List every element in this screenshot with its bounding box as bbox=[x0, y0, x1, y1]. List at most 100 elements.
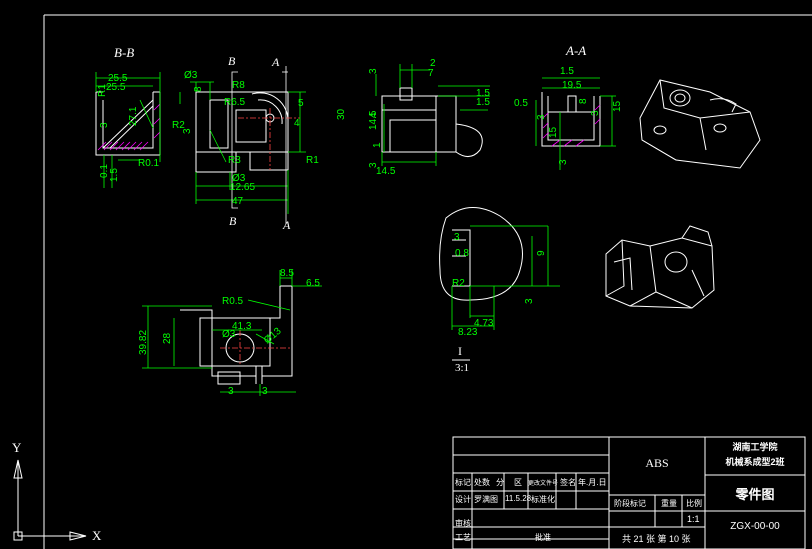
dimension-v6-2: R2 bbox=[452, 278, 465, 289]
dimension-v5-2: R0.5 bbox=[222, 296, 244, 307]
dimension-v6-4: 4.73 bbox=[474, 318, 494, 329]
dimension-v2-4: R2 bbox=[172, 120, 185, 131]
dimension-v5-1: 6.5 bbox=[306, 278, 320, 289]
tb-count: 处数 bbox=[474, 478, 490, 487]
dimension-v5-6: 39.82 bbox=[138, 329, 149, 355]
drawing-title: 零件图 bbox=[735, 487, 775, 502]
dimension-v2-11: R1 bbox=[306, 155, 319, 166]
tb-process: 工艺 bbox=[455, 533, 471, 542]
drawing-frame bbox=[43, 14, 812, 549]
tb-designer: 罗满图 bbox=[474, 495, 498, 504]
dimension-v6-0: 3 bbox=[454, 232, 460, 243]
tb-stage: 阶段标记 bbox=[614, 499, 646, 508]
dimension-v5-0: 8.5 bbox=[280, 268, 294, 279]
dimension-v2-2: R8 bbox=[232, 80, 245, 91]
view-aa-section[interactable] bbox=[535, 77, 616, 170]
dimension-v3-1: 2 bbox=[430, 58, 436, 69]
dimension-v2-8: 12.65 bbox=[230, 182, 256, 193]
dimension-v5-8: 3 bbox=[228, 386, 234, 397]
tb-review: 审核 bbox=[455, 519, 471, 528]
school-line-1: 湖南工学院 bbox=[732, 442, 778, 452]
dimension-v3-8: 14.5 bbox=[376, 166, 396, 177]
dimension-v2-10: 30 bbox=[336, 108, 347, 120]
dimension-v2-5: 3 bbox=[182, 128, 193, 134]
tb-approve: 批准 bbox=[535, 533, 551, 542]
dimension-v3-0: 3 bbox=[368, 68, 379, 74]
tb-change-doc: 更改文件号 bbox=[528, 481, 559, 487]
dimension-v4-7: 15 bbox=[612, 100, 623, 112]
ucs-x-label: X bbox=[92, 528, 102, 543]
tb-fen: 分 bbox=[496, 478, 504, 487]
dimension-v5-3: Ø3 bbox=[222, 329, 236, 340]
dimension-v2-7: Ø3 bbox=[232, 173, 246, 184]
tb-date: 11.5.28 bbox=[505, 494, 532, 503]
view-bb-section[interactable] bbox=[95, 72, 161, 188]
cut-label-a-bottom: A bbox=[283, 218, 291, 232]
dimension-v3-9: 3 bbox=[368, 162, 379, 168]
dimension-v4-8: 3 bbox=[558, 159, 569, 165]
tb-std: 标准化 bbox=[531, 495, 555, 504]
dimension-v2-13: 5 bbox=[298, 98, 304, 109]
cut-label-b-top: B bbox=[228, 54, 236, 68]
view-title-bb: B-B bbox=[114, 45, 135, 60]
dimension-v1-1: 25.5 bbox=[106, 82, 126, 93]
dimension-v1-5: R0.1 bbox=[138, 158, 160, 169]
ucs-icon bbox=[13, 459, 87, 541]
dimension-v1-7: 1.5 bbox=[109, 168, 120, 182]
tb-sheets: 共 21 张 第 10 张 bbox=[622, 534, 691, 544]
school-line-2: 机械系成型2班 bbox=[725, 457, 785, 467]
dimension-v4-0: 1.5 bbox=[560, 66, 574, 77]
dimension-v3-4: 1.5 bbox=[476, 97, 490, 108]
tb-ratio-label: 比例 bbox=[686, 499, 702, 508]
dimension-v3-2: 7 bbox=[428, 68, 434, 79]
ucs-y-label: Y bbox=[12, 440, 22, 455]
dimension-v2-0: Ø3 bbox=[184, 70, 198, 81]
dimension-v1-4: 27.1 bbox=[128, 106, 139, 126]
title-block bbox=[452, 436, 806, 549]
isometric-view-2[interactable] bbox=[605, 225, 715, 309]
dimension-v4-1: 19.5 bbox=[562, 80, 582, 91]
dimension-v2-12: 4 bbox=[294, 118, 300, 129]
dimension-v3-3: 1.5 bbox=[476, 88, 490, 99]
dimension-v4-6: 3 bbox=[590, 110, 601, 116]
view-title-aa: A-A bbox=[566, 43, 587, 58]
dimension-v6-1: 0.8 bbox=[455, 248, 469, 259]
dimension-v1-0: 25.5 bbox=[108, 73, 128, 84]
detail-scale: 3:1 bbox=[455, 362, 470, 374]
dimension-v3-7: 1 bbox=[372, 142, 383, 148]
dimension-v4-4: 15 bbox=[548, 126, 559, 138]
dimension-v4-3: 3 bbox=[536, 114, 547, 120]
detail-id: I bbox=[458, 344, 462, 358]
tb-weight: 重量 bbox=[661, 499, 677, 508]
tb-qu: 区 bbox=[514, 478, 522, 487]
dimension-v5-5: 28 bbox=[162, 332, 173, 344]
isometric-view-1[interactable] bbox=[639, 79, 761, 169]
tb-mark: 标记 bbox=[455, 478, 471, 487]
tb-ratio: 1:1 bbox=[687, 514, 700, 524]
dimension-v2-3: R6.5 bbox=[224, 97, 246, 108]
dimension-v2-9: 47 bbox=[232, 196, 244, 207]
view-side[interactable] bbox=[375, 64, 490, 166]
tb-date-label: 年.月.日 bbox=[578, 478, 607, 487]
dimension-v6-3: 9 bbox=[536, 250, 547, 256]
cut-label-a-top: A bbox=[272, 55, 280, 69]
dimension-v4-2: 0.5 bbox=[514, 98, 528, 109]
dimension-v1-2: R1 bbox=[97, 84, 108, 97]
view-detail-i[interactable] bbox=[439, 207, 560, 361]
dimension-v6-6: 3 bbox=[524, 298, 535, 304]
dimension-v2-1: 8 bbox=[193, 86, 204, 92]
cut-label-b-bottom: B bbox=[229, 214, 237, 228]
view-front[interactable] bbox=[179, 66, 306, 224]
tb-sign: 签名 bbox=[560, 478, 576, 487]
dimension-v4-5: 8 bbox=[578, 98, 589, 104]
drawing-number: ZGX-00-00 bbox=[730, 521, 780, 532]
material-text: ABS bbox=[645, 456, 669, 470]
dimension-v6-5: 8.23 bbox=[458, 327, 478, 338]
view-lower-front[interactable] bbox=[142, 270, 322, 396]
dimension-v1-3: 3 bbox=[99, 122, 110, 128]
dimension-v5-4: 41.3 bbox=[232, 321, 252, 332]
tb-design: 设计 bbox=[455, 495, 471, 504]
dimension-v5-9: 3 bbox=[262, 386, 268, 397]
dimension-v2-6: R3 bbox=[228, 155, 241, 166]
